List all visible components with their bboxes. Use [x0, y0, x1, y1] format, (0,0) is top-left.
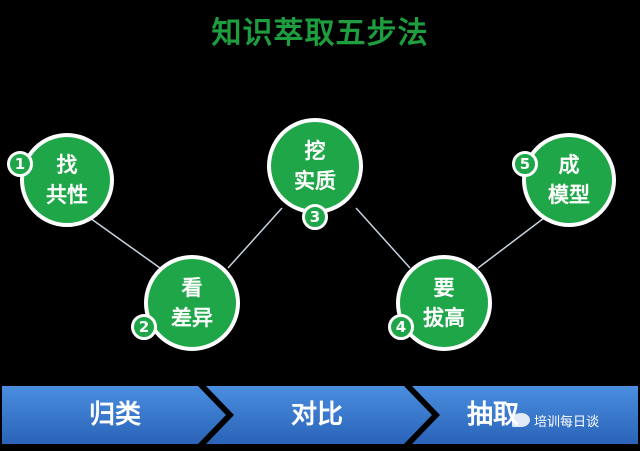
- step-badge-5: 5: [512, 151, 538, 177]
- step-1-line2: 共性: [46, 183, 88, 207]
- step-badge-2: 2: [131, 314, 157, 340]
- step-3-line1: 挖: [304, 139, 326, 163]
- watermark-text: 培训每日谈: [534, 414, 600, 430]
- step-badge-4: 4: [388, 314, 414, 340]
- band-label-2: 对比: [290, 400, 343, 430]
- connector-1-2: [89, 217, 161, 269]
- step-4-line1: 要: [433, 276, 455, 300]
- step-3-line2: 实质: [294, 169, 336, 193]
- step-node-3: 挖 实质: [267, 118, 363, 214]
- band-label-3: 抽取: [466, 400, 519, 430]
- connector-3-4: [355, 207, 411, 269]
- watermark: 培训每日谈: [512, 410, 599, 430]
- step-node-5: 成 模型: [522, 133, 616, 227]
- step-5-line1: 成: [558, 153, 580, 177]
- step-node-1: 找 共性: [20, 133, 114, 227]
- step-1-line1: 找: [56, 153, 78, 177]
- step-4-line2: 拔高: [423, 306, 465, 330]
- band-label-1: 归类: [88, 400, 141, 430]
- step-2-line1: 看: [181, 276, 203, 300]
- step-2-line2: 差异: [171, 306, 213, 330]
- diagram-title: 知识萃取五步法: [211, 16, 429, 51]
- step-node-2: 看 差异: [144, 255, 240, 351]
- step-badge-3: 3: [302, 204, 328, 230]
- connector-4-5: [477, 217, 545, 269]
- step-node-4: 要 拔高: [396, 255, 492, 351]
- step-badge-1: 1: [7, 151, 33, 177]
- band-segment-1: [2, 386, 226, 444]
- connector-2-3: [227, 207, 283, 269]
- wechat-icon: [512, 413, 530, 427]
- band-segment-2: [206, 386, 432, 444]
- step-5-line2: 模型: [548, 183, 590, 207]
